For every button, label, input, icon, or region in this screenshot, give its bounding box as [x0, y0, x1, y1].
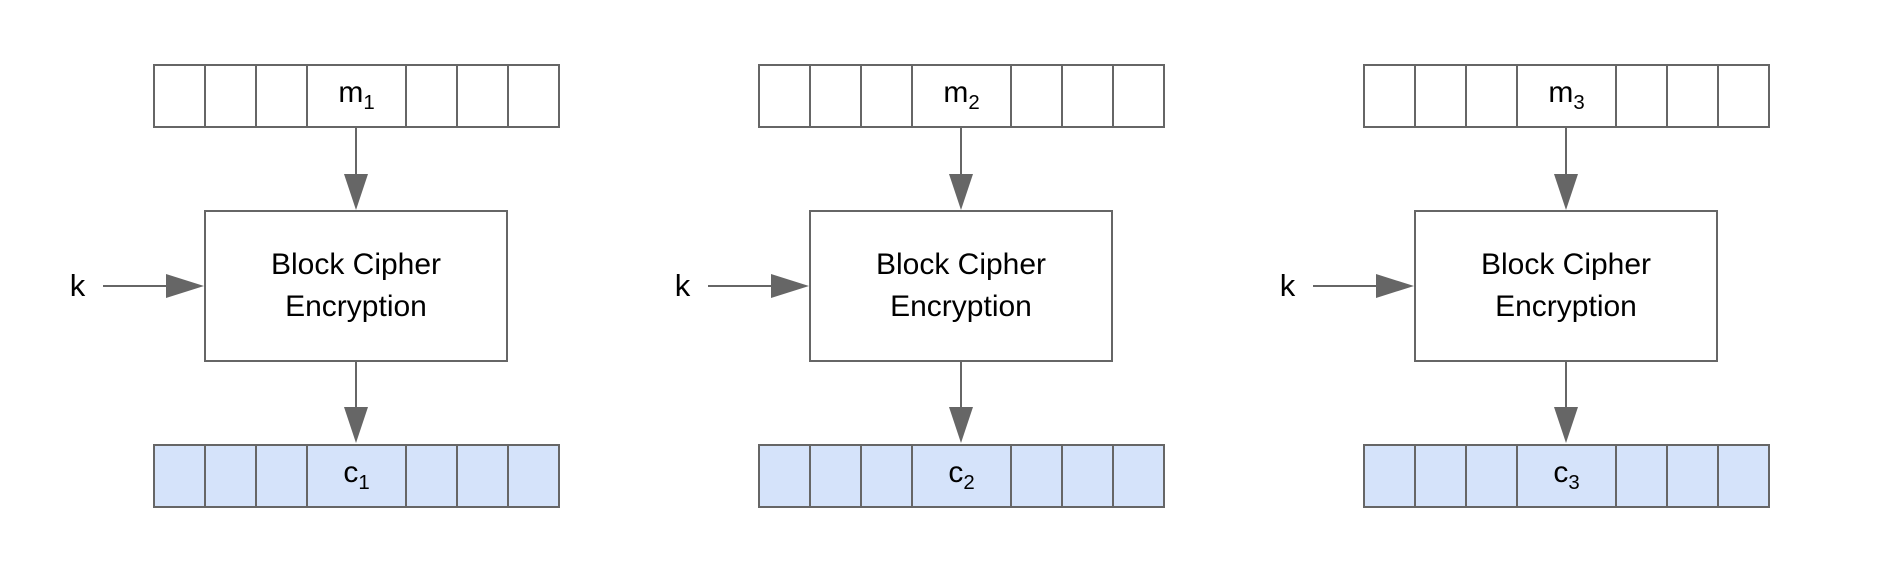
cipher-label-cell: c1 — [308, 446, 408, 506]
bit-cell — [1365, 446, 1416, 506]
ciphertext-block: c1 — [153, 444, 560, 508]
cipher-label-sub: 2 — [963, 472, 975, 495]
bit-cell — [407, 66, 459, 126]
key-to-box-line — [103, 285, 167, 287]
key-to-box-line — [708, 285, 772, 287]
message-label: m1 — [338, 76, 375, 115]
message-label-base: m — [943, 76, 969, 110]
box-to-cipher-line — [355, 362, 357, 407]
bit-cell — [1719, 66, 1768, 126]
bit-cell — [862, 446, 913, 506]
block-cipher-label: Block Cipher Encryption — [875, 248, 1047, 323]
bit-cell — [1668, 66, 1720, 126]
message-to-box-line — [960, 128, 962, 174]
message-to-box-line — [355, 128, 357, 174]
box-to-cipher-line — [1565, 362, 1567, 407]
arrow-down-icon — [344, 174, 368, 210]
message-label-sub: 3 — [1573, 92, 1585, 115]
bit-cell — [509, 446, 558, 506]
cipher-label-cell: c3 — [1518, 446, 1618, 506]
key-label: k — [69, 268, 86, 303]
box-to-cipher-line — [960, 362, 962, 407]
cipher-label-sub: 3 — [1568, 472, 1580, 495]
bit-cell — [760, 66, 811, 126]
message-label-cell: m1 — [308, 66, 408, 126]
cipher-label: c3 — [1553, 456, 1580, 495]
message-label-cell: m2 — [913, 66, 1013, 126]
bit-cell — [1365, 66, 1416, 126]
message-to-box-line — [1565, 128, 1567, 174]
key-label: k — [674, 268, 691, 303]
arrow-right-icon — [1376, 274, 1414, 298]
ciphertext-block: c3 — [1363, 444, 1770, 508]
key-label: k — [1279, 268, 1296, 303]
message-label-base: m — [338, 76, 364, 110]
bit-cell — [206, 446, 257, 506]
plaintext-block: m2 — [758, 64, 1165, 128]
plaintext-block: m3 — [1363, 64, 1770, 128]
bit-cell — [1467, 66, 1518, 126]
bit-cell — [458, 66, 510, 126]
bit-cell — [1114, 66, 1163, 126]
block-cipher-label: Block Cipher Encryption — [1480, 248, 1652, 323]
encryption-column-3: m3 k Block Cipher Encryption c3 — [1210, 0, 1815, 584]
message-label: m3 — [1548, 76, 1585, 115]
bit-cell — [155, 66, 206, 126]
bit-cell — [1467, 446, 1518, 506]
bit-cell — [1012, 66, 1064, 126]
bit-cell — [1012, 446, 1064, 506]
bit-cell — [155, 446, 206, 506]
cipher-label-base: c — [343, 456, 359, 490]
bit-cell — [1617, 446, 1669, 506]
cipher-label: c2 — [948, 456, 975, 495]
block-cipher-label: Block Cipher Encryption — [270, 248, 442, 323]
bit-cell — [760, 446, 811, 506]
arrow-down-icon — [344, 407, 368, 443]
bit-cell — [1617, 66, 1669, 126]
ciphertext-block: c2 — [758, 444, 1165, 508]
bit-cell — [1416, 446, 1467, 506]
bit-cell — [206, 66, 257, 126]
bit-cell — [458, 446, 510, 506]
bit-cell — [1063, 66, 1115, 126]
bit-cell — [1719, 446, 1768, 506]
message-label-sub: 1 — [363, 92, 375, 115]
bit-cell — [811, 446, 862, 506]
arrow-right-icon — [771, 274, 809, 298]
message-label: m2 — [943, 76, 980, 115]
arrow-down-icon — [1554, 174, 1578, 210]
block-cipher-box: Block Cipher Encryption — [1414, 210, 1718, 362]
bit-cell — [509, 66, 558, 126]
arrow-down-icon — [949, 174, 973, 210]
encryption-column-1: m1 k Block Cipher Encryption c1 — [0, 0, 605, 584]
arrow-down-icon — [1554, 407, 1578, 443]
cipher-label: c1 — [343, 456, 370, 495]
bit-cell — [257, 446, 308, 506]
bit-cell — [811, 66, 862, 126]
bit-cell — [407, 446, 459, 506]
cipher-label-base: c — [1553, 456, 1569, 490]
bit-cell — [862, 66, 913, 126]
plaintext-block: m1 — [153, 64, 560, 128]
cipher-label-base: c — [948, 456, 964, 490]
message-label-cell: m3 — [1518, 66, 1618, 126]
bit-cell — [1416, 66, 1467, 126]
message-label-sub: 2 — [968, 92, 980, 115]
bit-cell — [257, 66, 308, 126]
message-label-base: m — [1548, 76, 1574, 110]
arrow-right-icon — [166, 274, 204, 298]
encryption-column-2: m2 k Block Cipher Encryption c2 — [605, 0, 1210, 584]
block-cipher-box: Block Cipher Encryption — [204, 210, 508, 362]
bit-cell — [1063, 446, 1115, 506]
cipher-label-cell: c2 — [913, 446, 1013, 506]
cipher-label-sub: 1 — [358, 472, 370, 495]
bit-cell — [1114, 446, 1163, 506]
arrow-down-icon — [949, 407, 973, 443]
key-to-box-line — [1313, 285, 1377, 287]
block-cipher-box: Block Cipher Encryption — [809, 210, 1113, 362]
bit-cell — [1668, 446, 1720, 506]
